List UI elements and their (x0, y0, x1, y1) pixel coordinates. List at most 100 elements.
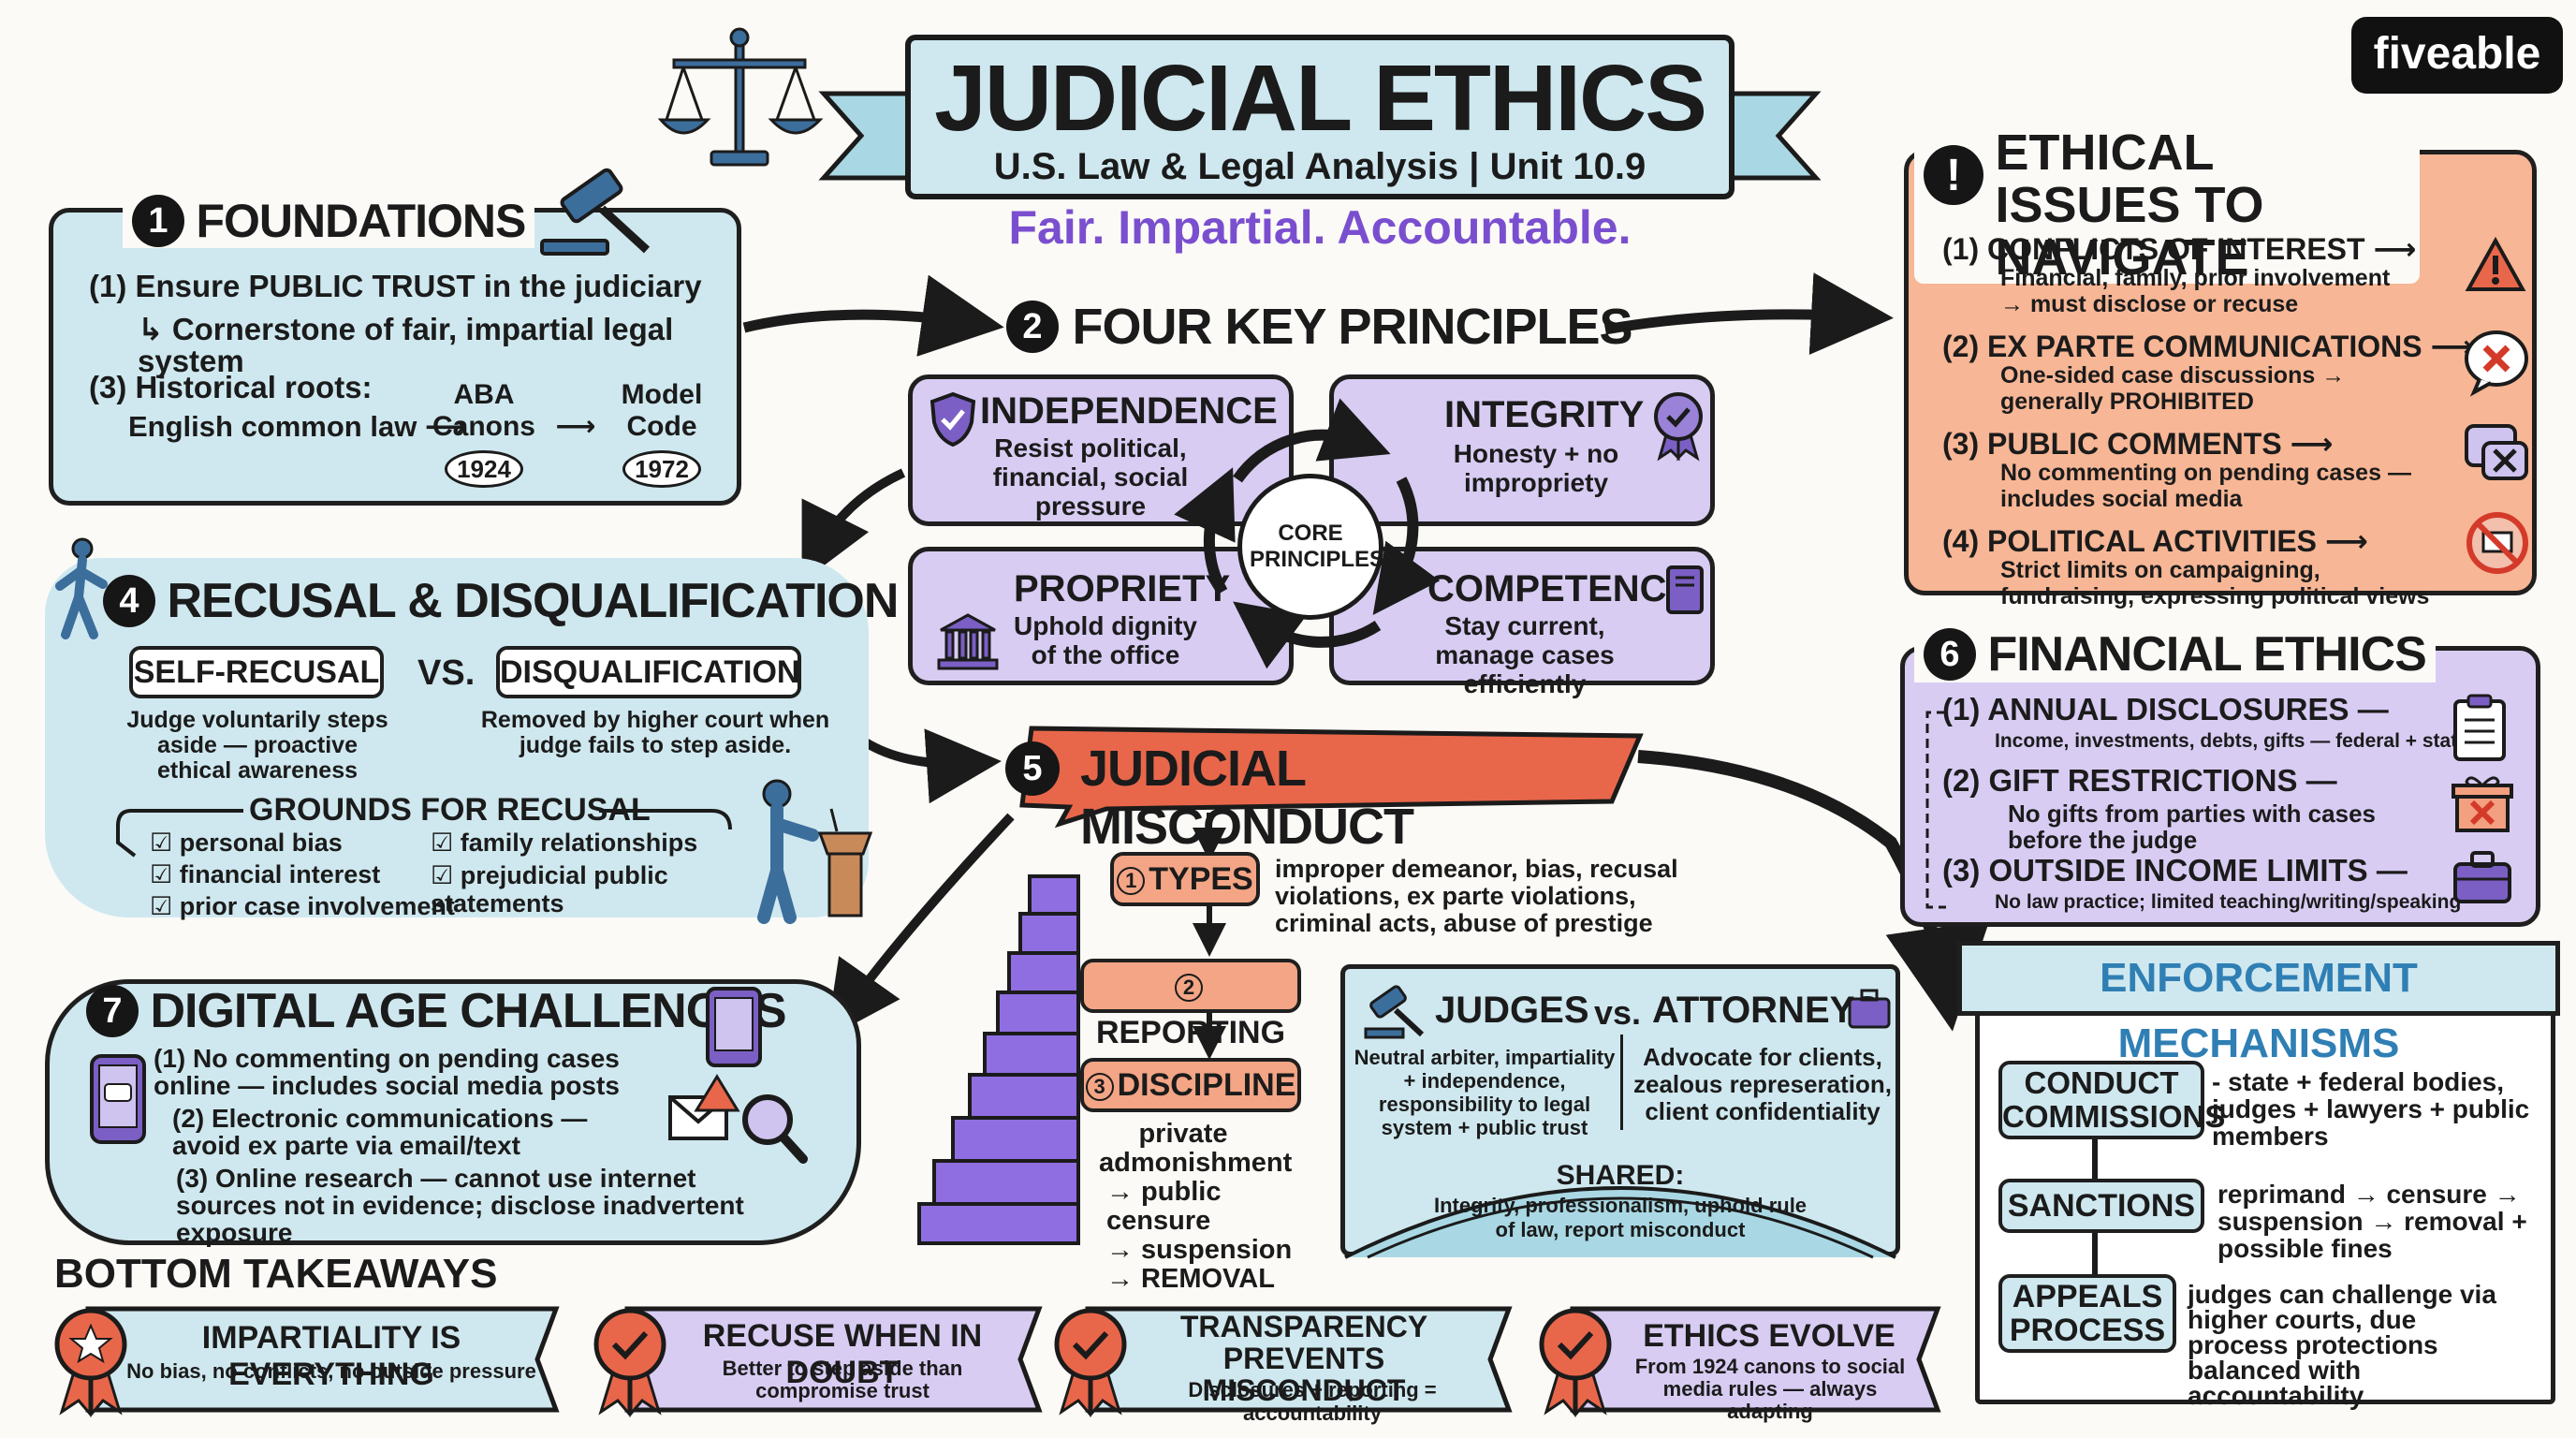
staircase-icon (917, 873, 1086, 1247)
section-title: DIGITAL AGE CHALLENGES (150, 984, 786, 1038)
title-banner: JUDICIAL ETHICS U.S. Law & Legal Analysi… (818, 35, 1822, 225)
gift-x-icon (2452, 772, 2513, 834)
foundations-line-3: (3) Historical roots: (89, 370, 373, 404)
shield-icon (929, 391, 976, 448)
principle-text: Stay current, manage cases efficiently (1435, 611, 1615, 698)
reporting-badge: 2REPORTING (1080, 959, 1301, 1050)
disqualification-text: Removed by higher court when judge fails… (480, 707, 830, 758)
grounds-bracket (116, 809, 732, 858)
digital-item: (3) Online research — cannot use interne… (176, 1164, 744, 1247)
takeaway-1: IMPARTIALITY IS EVERYTHING No bias, no c… (51, 1303, 575, 1418)
financial-ethics-panel: 6 FINANCIAL ETHICS (1) ANNUAL DISCLOSURE… (1900, 626, 2540, 927)
principle-competence: COMPETENCE Stay current, manage cases ef… (1329, 547, 1715, 698)
section-number: 7 (86, 985, 139, 1037)
principle-title: INTEGRITY (1444, 394, 1645, 435)
section-title: ETHICAL ISSUES TO NAVIGATE (1995, 125, 2264, 286)
year-1972: 1972 (622, 450, 701, 488)
enforcement-label: APPEALS PROCESS (1998, 1274, 2176, 1353)
courthouse-icon (937, 611, 999, 671)
page-title: JUDICIAL ETHICS (934, 46, 1707, 151)
self-recusal-label: SELF-RECUSAL (129, 646, 384, 698)
clipboard-icon (2452, 694, 2508, 761)
principle-propriety: PROPRIETY Uphold dignity of the office (908, 547, 1294, 685)
financial-head: (1) ANNUAL DISCLOSURES — (1942, 692, 2389, 726)
principle-title: PROPRIETY (1014, 568, 1231, 609)
section-title: FOUNDATIONS (196, 195, 526, 247)
speaker-podium-icon (739, 777, 880, 924)
year-1924: 1924 (445, 450, 523, 488)
financial-body: No law practice; limited teaching/writin… (1995, 891, 2462, 913)
section-number: 1 (132, 195, 184, 247)
no-campaign-icon (2465, 510, 2530, 576)
shared-text: Integrity, professionalism, uphold rule … (1433, 1194, 1808, 1241)
principle-independence: INDEPENDENCE Resist political, financial… (908, 374, 1294, 526)
page-subtitle: U.S. Law & Legal Analysis | Unit 10.9 (993, 146, 1647, 187)
canons-label: Canons (432, 411, 535, 442)
section-number: 2 (1006, 301, 1059, 353)
financial-head: (3) OUTSIDE INCOME LIMITS — (1942, 853, 2408, 888)
takeaway-4: ETHICS EVOLVE From 1924 canons to social… (1535, 1303, 1956, 1423)
award-ribbon-icon (1050, 1303, 1131, 1418)
issue-body: Financial, family, prior involvement → m… (2000, 265, 2391, 317)
enforcement-text: judges can challenge via higher courts, … (2188, 1280, 2496, 1410)
digital-item: (1) No commenting on pending cases onlin… (154, 1044, 620, 1100)
code-label: Code (626, 411, 697, 442)
issue-head: (4) POLITICAL ACTIVITIES ⟶ (1942, 524, 2368, 558)
warning-icon (2465, 236, 2526, 293)
vs-label: VS. (417, 653, 476, 693)
issue-head: (2) EX PARTE COMMUNICATIONS ⟶ (1942, 330, 2474, 363)
takeaway-body: From 1924 canons to social media rules —… (1634, 1355, 1906, 1423)
award-ribbon-icon (1650, 390, 1706, 462)
vs-label: vs. (1594, 993, 1642, 1032)
issue-body: No commenting on pending cases — include… (2000, 460, 2411, 512)
section-title: FINANCIAL ETHICS (1987, 627, 2426, 682)
attorneys-text: Advocate for clients, zealous represerat… (1633, 1043, 1892, 1125)
disqualification-label: DISQUALIFICATION (496, 646, 801, 698)
award-ribbon-icon (51, 1303, 131, 1418)
walking-person-icon (49, 537, 114, 642)
takeaway-body: No bias, no conflicts, no outside pressu… (126, 1359, 536, 1383)
foundations-line-2: ↳ Cornerstone of fair, impartial legal s… (138, 312, 674, 378)
enforcement-panel: ENFORCEMENT MECHANISMS CONDUCT COMMISSIO… (1957, 941, 2560, 1409)
financial-head: (2) GIFT RESTRICTIONS — (1942, 763, 2337, 798)
judges-vs-attorneys-panel: JUDGES vs. ATTORNEYS Neutral arbiter, im… (1340, 964, 1900, 1259)
tablet-icon (704, 985, 764, 1069)
financial-body: No gifts from parties with cases before … (2008, 800, 2376, 854)
enforcement-text: reprimand → censure → suspension → remov… (2217, 1180, 2527, 1263)
briefcase-icon (2452, 849, 2513, 903)
enforcement-label: CONDUCT COMMISSIONS (1998, 1061, 2225, 1139)
social-media-x-icon (2463, 422, 2530, 488)
takeaway-head: ETHICS EVOLVE (1643, 1318, 1895, 1354)
section-number: 4 (103, 575, 155, 627)
fiveable-logo: fiveable (2351, 17, 2563, 94)
gavel-icon (1364, 982, 1429, 1040)
issue-head: (1) CONFLICTS OF INTEREST ⟶ (1942, 232, 2417, 266)
principle-title: COMPETENCE (1427, 568, 1692, 609)
book-icon (1665, 565, 1705, 615)
judges-text: Neutral arbiter, impartiality + independ… (1354, 1046, 1616, 1139)
gavel-icon (540, 160, 664, 263)
ground-item: ☑ personal bias (150, 829, 343, 857)
misconduct-banner: 5 JUDICIAL MISCONDUCT (994, 723, 1649, 855)
section-title: JUDICIAL MISCONDUCT (1080, 741, 1414, 855)
issue-body: One-sided case discussions → generally P… (2000, 362, 2346, 415)
section-number: 5 (1005, 741, 1060, 796)
grounds-title: GROUNDS FOR RECUSAL (249, 792, 651, 828)
takeaway-head: IMPARTIALITY IS EVERYTHING (201, 1320, 461, 1392)
briefcase-icon (1847, 988, 1892, 1029)
judges-label: JUDGES (1435, 990, 1589, 1031)
foundations-line-4: English common law ⟶ (128, 410, 467, 443)
enforcement-text: - state + federal bodies, judges + lawye… (2212, 1067, 2530, 1151)
principle-title: INDEPENDENCE (980, 390, 1278, 432)
shared-title: SHARED: (1556, 1160, 1685, 1191)
section-title: RECUSAL & DISQUALIFICATION (167, 574, 899, 628)
core-principles-circle: CORE PRINCIPLES (1237, 474, 1384, 620)
principles-heading: 2 FOUR KEY PRINCIPLES (1006, 298, 1633, 356)
canons-arrow: ⟶ (555, 411, 596, 442)
financial-body: Income, investments, debts, gifts — fede… (1995, 730, 2468, 752)
recusal-panel (45, 558, 869, 917)
ethical-issues-panel: ! ETHICAL ISSUES TO NAVIGATE (1) CONFLIC… (1904, 126, 2537, 609)
magnifier-icon (738, 1090, 809, 1165)
